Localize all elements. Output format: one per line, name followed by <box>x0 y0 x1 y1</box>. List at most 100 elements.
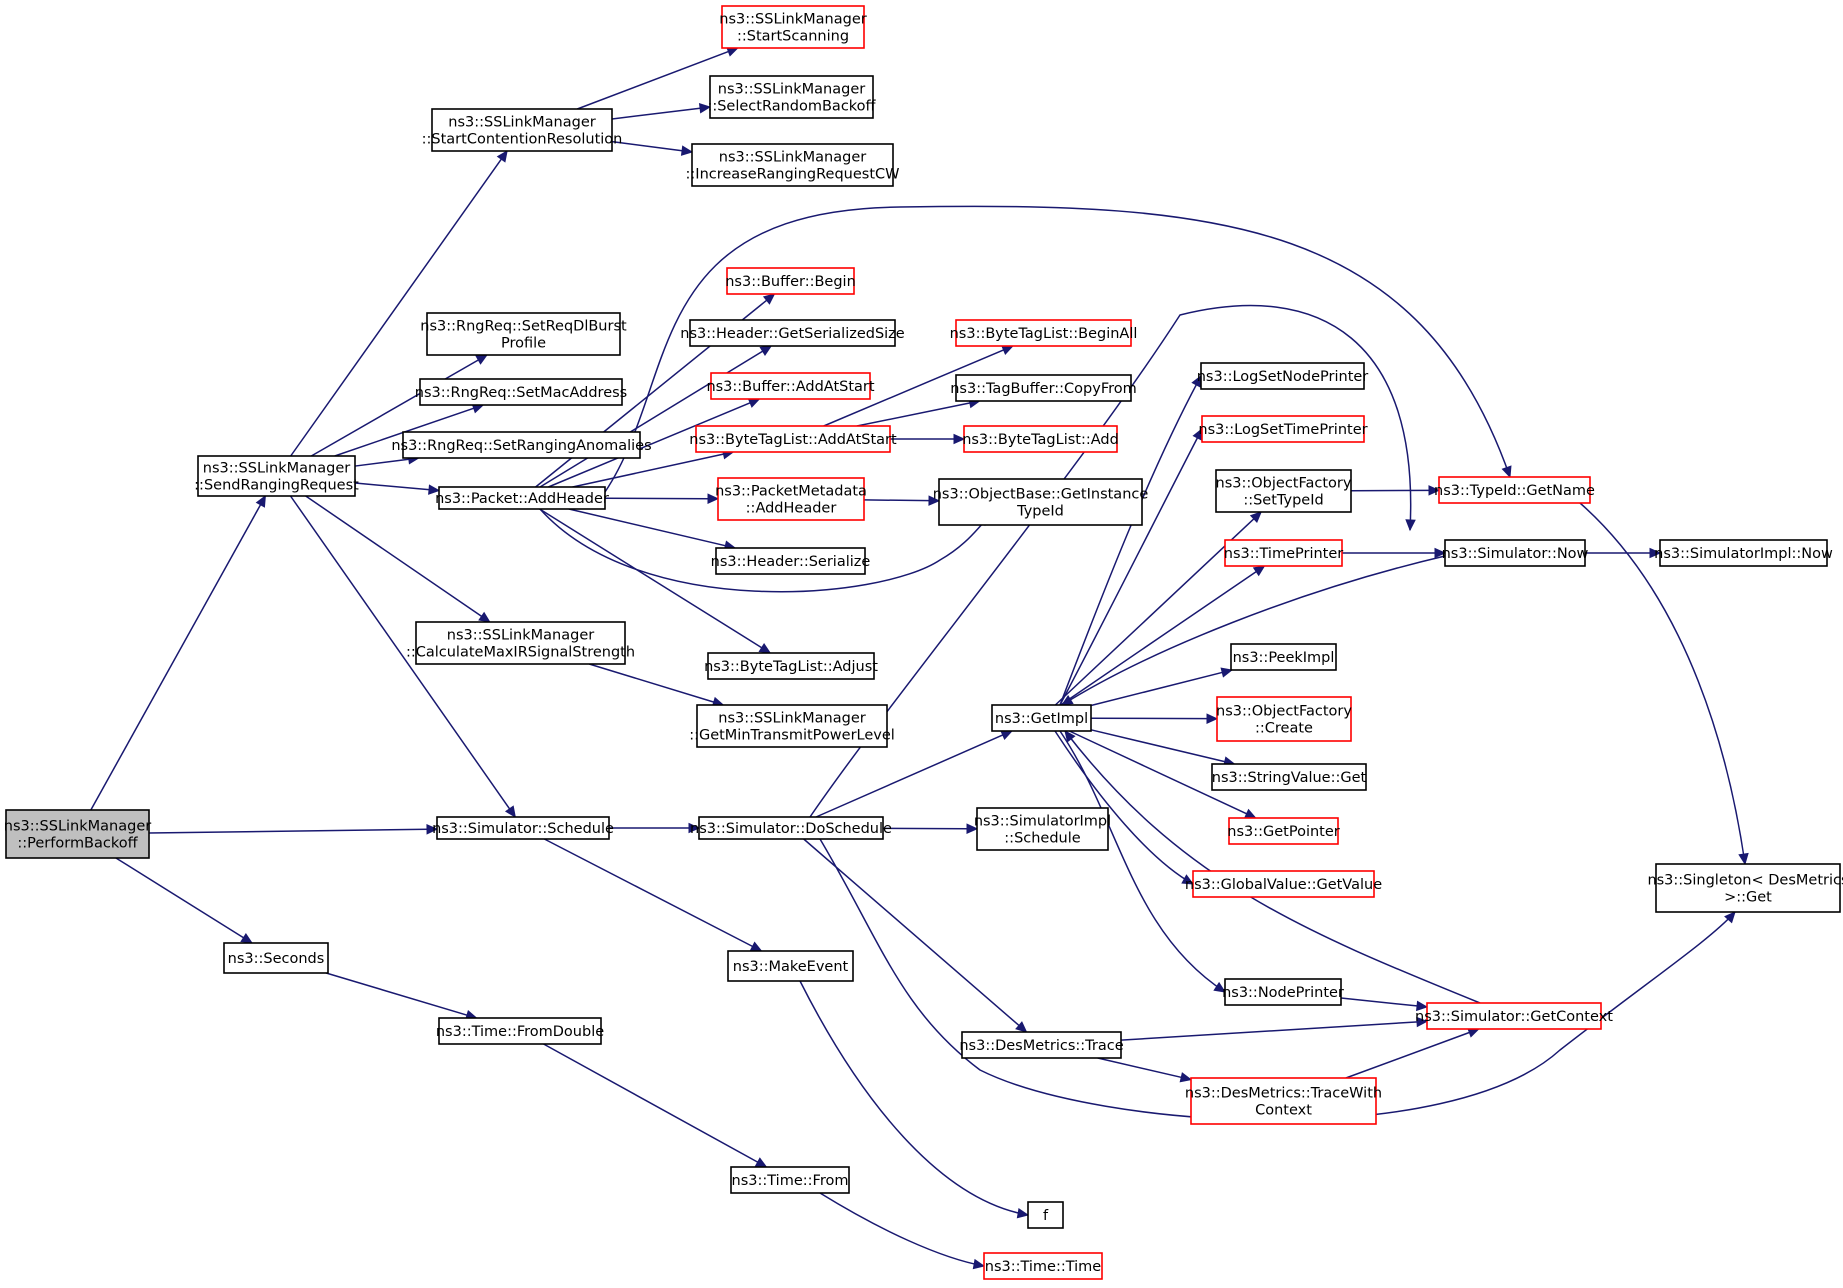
node-box[interactable] <box>5 809 150 859</box>
node-box[interactable] <box>223 942 329 974</box>
node-box[interactable] <box>438 1017 602 1045</box>
node-box[interactable] <box>955 319 1132 347</box>
node-box[interactable] <box>1659 539 1828 567</box>
node-box[interactable] <box>1192 870 1375 898</box>
node-box[interactable] <box>1228 817 1339 845</box>
node-box[interactable] <box>1216 696 1352 742</box>
node-n40[interactable]: ns3::StringValue::Get <box>1211 763 1367 791</box>
node-n4[interactable]: ns3::SSLinkManager::StartContentionResol… <box>422 108 623 152</box>
node-n8[interactable]: ns3::Packet::AddHeader <box>435 486 609 510</box>
node-n23[interactable]: ns3::ByteTagList::Add <box>962 425 1119 453</box>
node-n48[interactable]: ns3::SimulatorImpl::Now <box>1654 539 1833 567</box>
node-box[interactable] <box>691 143 894 187</box>
node-n9[interactable]: ns3::SSLinkManager::CalculateMaxIRSignal… <box>406 621 635 665</box>
node-n49[interactable]: ns3::Singleton< DesMetrics >::Get <box>1647 863 1843 913</box>
node-box[interactable] <box>402 431 641 459</box>
node-n27[interactable]: ns3::Time::FromDouble <box>436 1017 604 1045</box>
node-n28[interactable]: ns3::Time::From <box>730 1166 850 1194</box>
node-n42[interactable]: ns3::GlobalValue::GetValue <box>1185 870 1382 898</box>
node-box[interactable] <box>717 477 865 521</box>
node-n10[interactable]: ns3::SSLinkManager::StartScanning <box>719 5 867 49</box>
node-n22[interactable]: ns3::TagBuffer::CopyFrom <box>950 374 1137 402</box>
node-box[interactable] <box>696 704 888 748</box>
node-box[interactable] <box>938 478 1143 526</box>
node-box[interactable] <box>1426 1002 1602 1030</box>
node-box[interactable] <box>1224 539 1343 567</box>
node-box[interactable] <box>1027 1201 1064 1229</box>
node-box[interactable] <box>991 704 1092 732</box>
node-n19[interactable]: ns3::ByteTagList::Adjust <box>704 652 878 680</box>
node-box[interactable] <box>1190 1077 1377 1125</box>
node-n11[interactable]: ns3::SSLinkManager::SelectRandomBackoff <box>707 75 877 119</box>
node-n43[interactable]: ns3::NodePrinter <box>1222 978 1344 1006</box>
node-box[interactable] <box>963 425 1118 453</box>
node-n35[interactable]: ns3::LogSetTimePrinter <box>1198 415 1368 443</box>
node-box[interactable] <box>961 1031 1122 1059</box>
node-box[interactable] <box>1211 763 1367 791</box>
node-n25[interactable]: ns3::Simulator::DoSchedule <box>690 816 892 840</box>
node-box[interactable] <box>707 652 875 680</box>
node-box[interactable] <box>955 374 1132 402</box>
node-box[interactable] <box>715 547 866 575</box>
node-box[interactable] <box>431 108 613 152</box>
node-box[interactable] <box>710 372 871 400</box>
node-box[interactable] <box>983 1252 1103 1280</box>
node-n32[interactable]: ns3::SimulatorImpl::Schedule <box>974 807 1111 851</box>
node-box[interactable] <box>1200 362 1365 390</box>
node-n41[interactable]: ns3::GetPointer <box>1227 817 1340 845</box>
node-box[interactable] <box>438 486 606 510</box>
node-box[interactable] <box>976 807 1109 851</box>
node-n36[interactable]: ns3::ObjectFactory::SetTypeId <box>1215 469 1352 513</box>
node-n15[interactable]: ns3::Buffer::AddAtStart <box>706 372 875 400</box>
node-box[interactable] <box>1201 415 1365 443</box>
node-n12[interactable]: ns3::SSLinkManager::IncreaseRangingReque… <box>686 143 900 187</box>
node-box[interactable] <box>426 312 621 356</box>
node-box[interactable] <box>709 75 874 119</box>
node-box[interactable] <box>726 267 855 295</box>
node-n47[interactable]: ns3::Simulator::GetContext <box>1415 1002 1613 1030</box>
node-box[interactable] <box>197 455 356 497</box>
node-n26[interactable]: ns3::MakeEvent <box>727 950 854 982</box>
node-n46[interactable]: ns3::Simulator::Now <box>1442 539 1589 567</box>
node-box[interactable] <box>689 319 896 347</box>
node-n0[interactable]: ns3::SSLinkManager::PerformBackoff <box>4 809 151 859</box>
node-n7[interactable]: ns3::RngReq::SetRangingAnomalies <box>391 431 652 459</box>
node-box[interactable] <box>436 816 610 840</box>
node-n3[interactable]: ns3::Seconds <box>223 942 329 974</box>
node-box[interactable] <box>695 425 891 453</box>
node-n38[interactable]: ns3::PeekImpl <box>1230 643 1337 671</box>
node-n34[interactable]: ns3::LogSetNodePrinter <box>1197 362 1369 390</box>
node-n18[interactable]: ns3::Header::Serialize <box>711 547 871 575</box>
node-n20[interactable]: ns3::SSLinkManager::GetMinTransmitPowerL… <box>689 704 895 748</box>
node-n39[interactable]: ns3::ObjectFactory::Create <box>1216 696 1352 742</box>
node-n33[interactable]: ns3::DesMetrics::Trace <box>959 1031 1124 1059</box>
node-n17[interactable]: ns3::PacketMetadata::AddHeader <box>715 477 867 521</box>
node-n37[interactable]: ns3::TimePrinter <box>1224 539 1344 567</box>
node-box[interactable] <box>1438 476 1591 504</box>
node-n45[interactable]: ns3::TypeId::GetName <box>1434 476 1595 504</box>
node-n21[interactable]: ns3::ByteTagList::BeginAll <box>950 319 1138 347</box>
node-n13[interactable]: ns3::Buffer::Begin <box>725 267 856 295</box>
node-box[interactable] <box>730 1166 850 1194</box>
node-box[interactable] <box>1444 539 1586 567</box>
node-box[interactable] <box>698 816 884 840</box>
node-box[interactable] <box>1224 978 1342 1006</box>
node-box[interactable] <box>1215 469 1352 513</box>
node-box[interactable] <box>727 950 854 982</box>
node-box[interactable] <box>419 378 623 406</box>
node-n6[interactable]: ns3::RngReq::SetMacAddress <box>415 378 627 406</box>
node-n16[interactable]: ns3::ByteTagList::AddAtStart <box>689 425 897 453</box>
node-n1[interactable]: ns3::SSLinkManager::SendRangingRequest <box>194 455 359 497</box>
node-n14[interactable]: ns3::Header::GetSerializedSize <box>680 319 905 347</box>
node-box[interactable] <box>1230 643 1337 671</box>
node-box[interactable] <box>721 5 865 49</box>
node-box[interactable] <box>415 621 626 665</box>
node-n31[interactable]: ns3::GetImpl <box>991 704 1092 732</box>
node-n30[interactable]: ns3::Time::Time <box>983 1252 1103 1280</box>
node-box[interactable] <box>1655 863 1841 913</box>
node-n29[interactable]: f <box>1027 1201 1064 1229</box>
node-n2[interactable]: ns3::Simulator::Schedule <box>432 816 614 840</box>
